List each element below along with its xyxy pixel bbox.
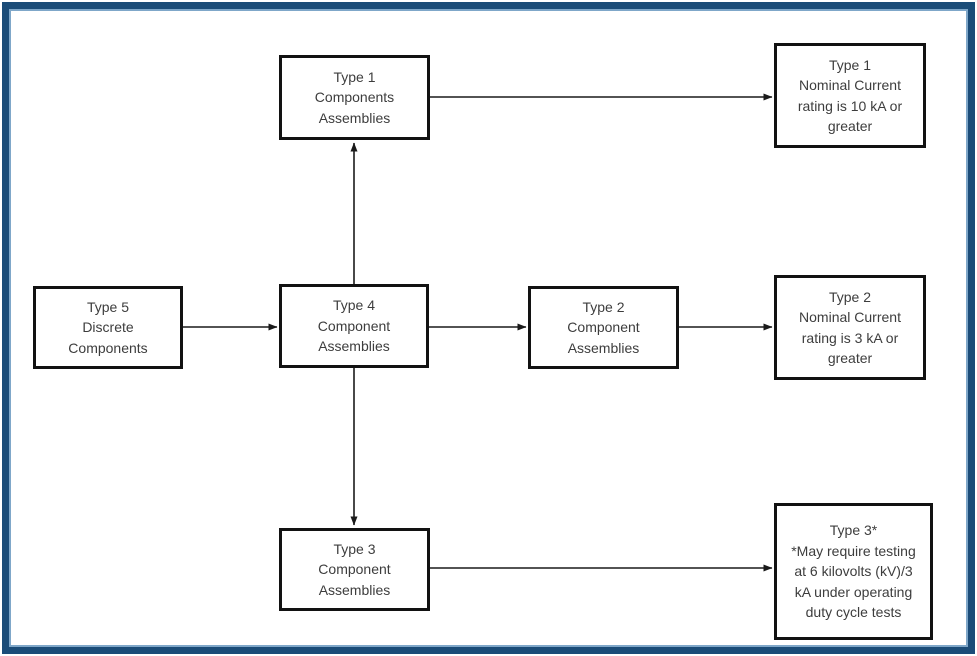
node-type3-testing-note: Type 3* *May require testing at 6 kilovo… [774, 503, 933, 640]
node-type1-components-assemblies: Type 1 Components Assemblies [279, 55, 430, 140]
node-type1-nominal-current: Type 1 Nominal Current rating is 10 kA o… [774, 43, 926, 148]
node-type5-discrete-components: Type 5 Discrete Components [33, 286, 183, 369]
node-type3-component-assemblies: Type 3 Component Assemblies [279, 528, 430, 611]
node-type2-component-assemblies: Type 2 Component Assemblies [528, 286, 679, 369]
node-type4-component-assemblies: Type 4 Component Assemblies [279, 284, 429, 368]
node-type2-nominal-current: Type 2 Nominal Current rating is 3 kA or… [774, 275, 926, 380]
